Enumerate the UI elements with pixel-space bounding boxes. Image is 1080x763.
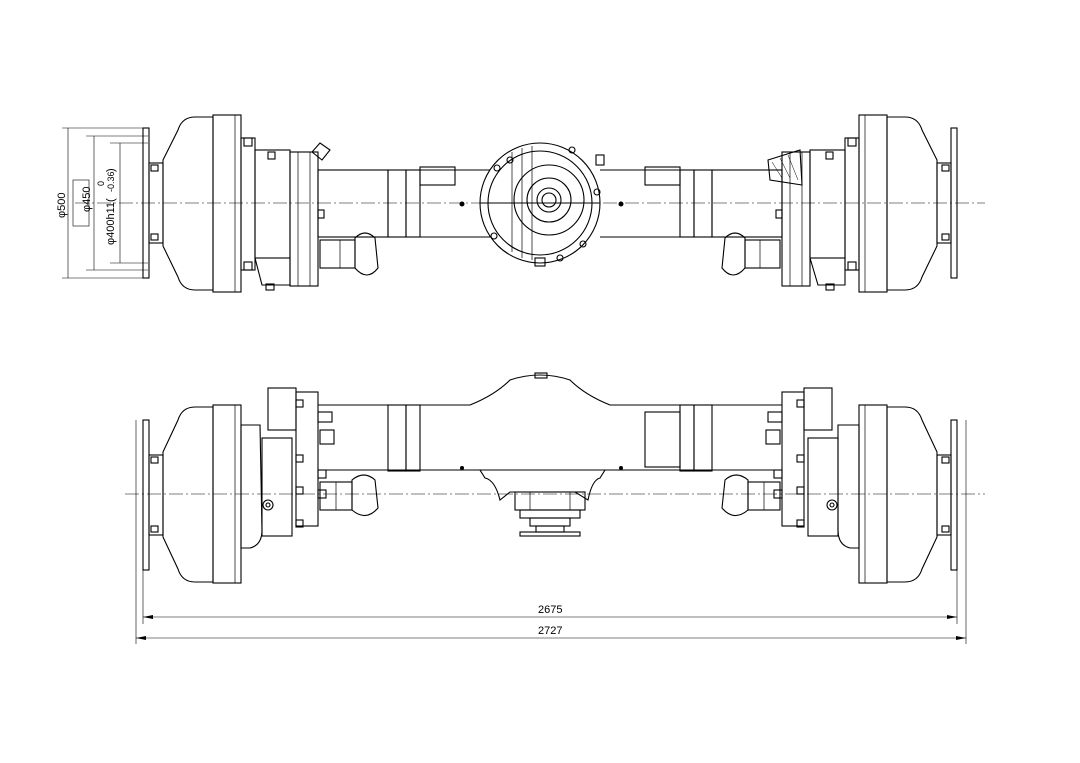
top-view: φ500 φ450 φ400h11( 0 -0.36 ): [56, 114, 985, 293]
dim-tol-close: ): [105, 168, 117, 172]
right-wheel-hub-top: [721, 114, 958, 293]
right-axle-tube-top: [600, 166, 783, 238]
differential-top: [459, 142, 624, 267]
dim-dia-400: φ400h11(: [105, 198, 117, 245]
dim-dia-450: φ450: [81, 187, 93, 213]
diameter-dimensions: φ500 φ450 φ400h11( 0 -0.36 ): [56, 127, 148, 279]
right-wheel-front: [721, 387, 958, 584]
left-axle-tube-top: [317, 166, 490, 238]
front-view: [125, 372, 985, 584]
left-wheel-front: [142, 387, 379, 584]
dim-tol-lower: -0.36: [106, 171, 116, 192]
dim-tol-upper: 0: [96, 181, 106, 186]
left-wheel-hub-top: [142, 114, 379, 293]
length-dimensions: 2675 2727: [135, 420, 967, 644]
dim-length-2727: 2727: [538, 625, 562, 637]
differential-pinion-front: [479, 469, 606, 537]
dim-length-2675: 2675: [538, 604, 562, 616]
axle-housing-front: [318, 372, 782, 472]
dim-dia-500: φ500: [56, 193, 68, 219]
